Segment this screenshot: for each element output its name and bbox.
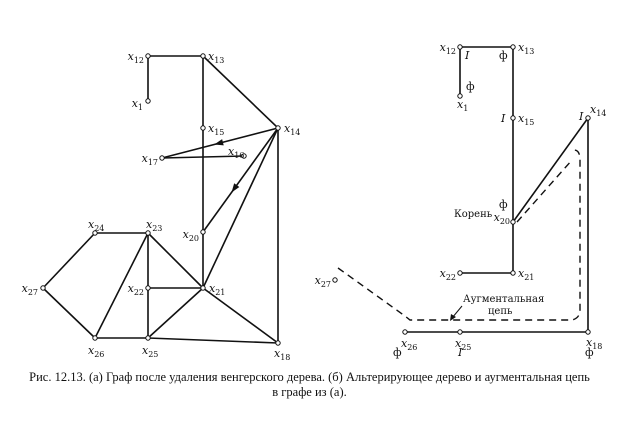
augmenting-path — [337, 149, 581, 321]
node-b-mark-x13: ф — [499, 49, 508, 62]
node-a-label-x27: x27 — [22, 282, 38, 297]
node-a-label-x24: x24 — [88, 218, 104, 233]
node-a-label-x23: x23 — [146, 218, 162, 233]
edge-a-x23-x26 — [94, 232, 149, 339]
node-b-x12 — [457, 44, 463, 50]
node-b-x26 — [402, 329, 408, 335]
node-b-label-x22: x22 — [440, 267, 456, 282]
node-b-label-x21: x21 — [518, 267, 534, 282]
node-b-x20 — [510, 219, 516, 225]
graph-a-arrowheads — [214, 139, 240, 193]
node-a-label-x21: x21 — [209, 282, 225, 297]
caption-line-1: Рис. 12.13. (а) Граф после удаления венг… — [29, 370, 590, 384]
augmenting-path-segment-upper — [516, 159, 573, 223]
edge-b-x20-x14 — [512, 117, 589, 223]
node-b-label-x14: x14 — [590, 103, 606, 118]
node-a-x22 — [145, 285, 151, 291]
node-b-x1 — [457, 93, 463, 99]
node-b-x14 — [585, 115, 591, 121]
node-a-x21 — [200, 285, 206, 291]
node-a-label-x1: x1 — [132, 97, 143, 112]
node-b-x22 — [457, 270, 463, 276]
node-b-mark-x12: I — [464, 49, 470, 62]
node-a-x20 — [200, 229, 206, 235]
graph-a-edges — [42, 55, 279, 344]
node-a-label-x18: x18 — [274, 347, 290, 362]
node-b-x18 — [585, 329, 591, 335]
node-a-label-x15: x15 — [208, 122, 224, 137]
node-a-label-x17: x17 — [142, 152, 158, 167]
node-b-label-x20: x20 — [494, 211, 510, 226]
node-b-mark-x15: I — [500, 112, 506, 125]
node-b-mark-x18: ф — [585, 346, 594, 359]
edge-a-x23-x21 — [147, 232, 204, 289]
augmenting-label-pointer-head — [450, 314, 456, 321]
edge-a-x17-x16 — [161, 155, 245, 159]
node-b-x21 — [510, 270, 516, 276]
edge-a-x27-x26 — [42, 287, 96, 339]
node-a-x1 — [145, 98, 151, 104]
edge-a-x24-x27 — [42, 232, 96, 289]
arrowhead-x14-x17 — [214, 139, 224, 146]
node-a-label-x13: x13 — [208, 50, 224, 65]
root-label: Корень — [454, 209, 493, 220]
node-b-x13 — [510, 44, 516, 50]
edge-a-x13-x14 — [202, 55, 279, 129]
node-a-x13 — [200, 53, 206, 59]
node-a-x12 — [145, 53, 151, 59]
node-a-x17 — [159, 155, 165, 161]
node-b-label-x13: x13 — [518, 41, 534, 56]
edge-a-x14-x20 — [202, 127, 279, 233]
node-a-label-x16: x16 — [228, 145, 244, 160]
augmenting-path-segment-left — [337, 149, 581, 321]
node-b-x25 — [457, 329, 463, 335]
node-a-label-x14: x14 — [284, 122, 300, 137]
node-a-label-x25: x25 — [142, 344, 158, 359]
node-a-x26 — [92, 335, 98, 341]
figure-12-13: x1 x12 x13 x14 x15 x16 x17 x20 x21 x22 x23 x24 x25 x2… — [22, 41, 607, 362]
node-a-x15 — [200, 125, 206, 131]
node-a-label-x12: x12 — [128, 50, 144, 65]
node-b-x15 — [510, 115, 516, 121]
figure-caption: Рис. 12.13. (а) Граф после удаления венг… — [0, 370, 619, 400]
caption-line-2: в графе из (а). — [272, 385, 347, 399]
node-b-mark-x1: ф — [466, 80, 475, 93]
edge-a-x21-x18 — [202, 287, 279, 344]
node-b-x27 — [332, 277, 338, 283]
arrowhead-x14-x20 — [231, 183, 240, 193]
edge-a-x25-x21 — [147, 287, 204, 339]
node-a-label-x20: x20 — [183, 228, 199, 243]
node-a-x23 — [145, 230, 151, 236]
edge-a-x25-x18 — [147, 337, 279, 344]
node-a-x16 — [241, 153, 247, 159]
graph-b-edges — [405, 46, 589, 333]
edge-a-x14-x21 — [202, 127, 279, 289]
node-b-label-x26: x26 — [401, 337, 417, 352]
node-b-mark-x25: I — [457, 346, 463, 359]
node-a-label-x22: x22 — [128, 282, 144, 297]
node-b-label-x15: x15 — [518, 112, 534, 127]
node-b-label-x12: x12 — [440, 41, 456, 56]
node-b-mark-x14: I — [578, 110, 584, 123]
node-b-mark-x20: ф — [499, 198, 508, 211]
node-b-mark-x26: ф — [393, 346, 402, 359]
augmenting-label-line1: Аугментальная — [463, 294, 544, 305]
augmenting-label-line2: цепь — [488, 306, 513, 317]
node-a-x25 — [145, 335, 151, 341]
node-b-label-x1: x1 — [457, 98, 468, 113]
node-a-label-x26: x26 — [88, 344, 104, 359]
node-a-x24 — [92, 230, 98, 236]
graph-a-nodes: x1 x12 x13 x14 x15 x16 x17 x20 x21 x22 x23 x24 x25 x2… — [22, 50, 301, 362]
node-a-x27 — [40, 285, 46, 291]
node-a-x14 — [275, 125, 281, 131]
node-b-label-x27: x27 — [315, 274, 331, 289]
node-a-x18 — [275, 340, 281, 346]
